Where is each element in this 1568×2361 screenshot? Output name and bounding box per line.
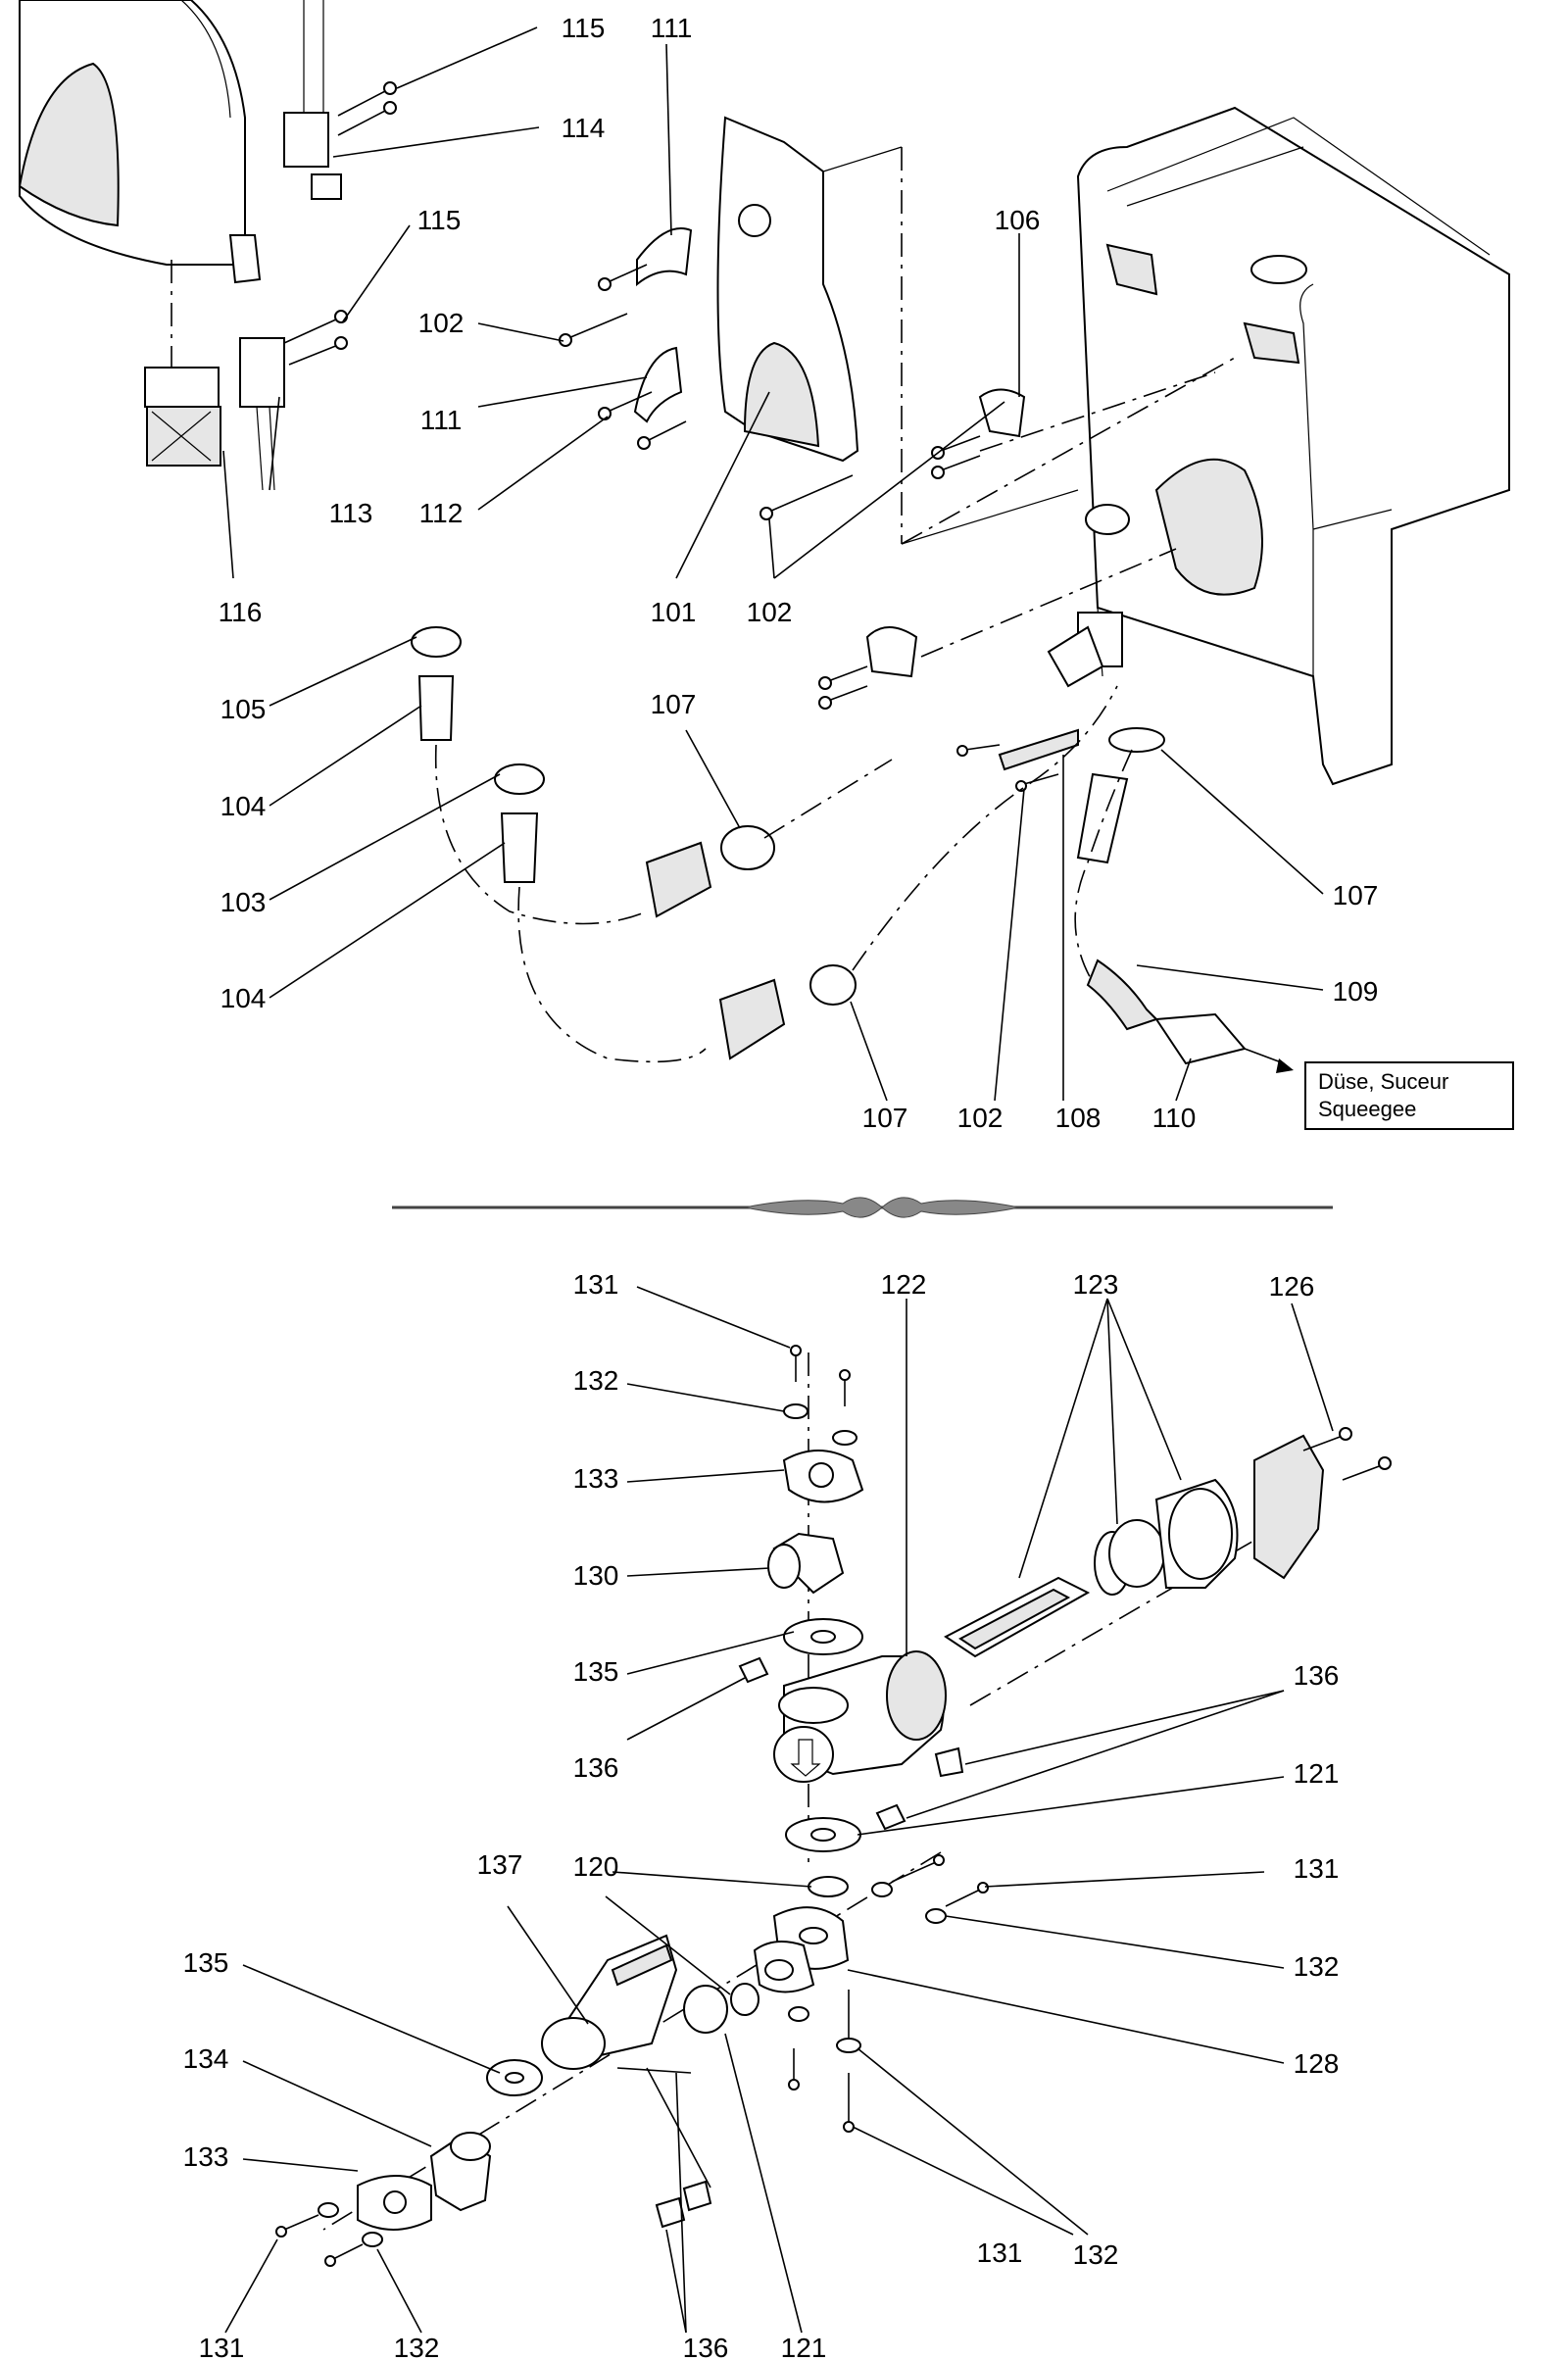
callout-label: 133 xyxy=(183,2141,229,2172)
callout-label: 106 xyxy=(995,205,1041,235)
callout-label: 121 xyxy=(1294,1758,1340,1789)
callout-label: 136 xyxy=(683,2333,729,2361)
callout-label: 132 xyxy=(573,1365,619,1396)
callout-label: 112 xyxy=(419,498,464,528)
callout-label: 136 xyxy=(573,1752,619,1783)
callout-label: 107 xyxy=(1333,880,1379,910)
callout-label: 136 xyxy=(1294,1660,1340,1691)
callout-label: 130 xyxy=(573,1560,619,1591)
callout-label: 132 xyxy=(1294,1951,1340,1982)
callout-label: 128 xyxy=(1294,2048,1340,2079)
note-line-2: Squeegee xyxy=(1318,1097,1416,1121)
callout-label: 115 xyxy=(562,13,606,43)
callout-label: 132 xyxy=(394,2333,440,2361)
callout-label: 115 xyxy=(417,205,462,235)
pump-assembly-drawing xyxy=(275,1345,1392,2267)
callout-label: 113 xyxy=(329,498,373,528)
callout-label: 104 xyxy=(220,983,267,1013)
callout-labels: 115 111 114 115 106 102 111 113 112 116 … xyxy=(183,13,1379,2361)
callout-label: 135 xyxy=(183,1947,229,1978)
callout-label: 102 xyxy=(747,597,793,627)
callout-label: 104 xyxy=(220,791,267,821)
callout-label: 131 xyxy=(977,2238,1023,2268)
callout-label: 123 xyxy=(1073,1269,1119,1300)
callout-label: 137 xyxy=(477,1849,523,1880)
callout-label: 116 xyxy=(219,597,263,627)
callout-label: 122 xyxy=(881,1269,927,1300)
note-box-text: Düse, Suceur Squeegee xyxy=(1318,1069,1448,1121)
callout-label: 131 xyxy=(573,1269,619,1300)
callout-label: 126 xyxy=(1269,1271,1315,1302)
callout-label: 103 xyxy=(220,887,267,917)
section-divider xyxy=(392,1197,1333,1218)
callout-label: 102 xyxy=(418,308,465,338)
callout-label: 102 xyxy=(957,1103,1004,1133)
callout-label: 105 xyxy=(220,694,267,724)
callout-label: 108 xyxy=(1055,1103,1102,1133)
leader-lines xyxy=(222,26,1334,2334)
note-box xyxy=(1304,1061,1514,1130)
callout-label: 134 xyxy=(183,2043,229,2074)
callout-label: 101 xyxy=(651,597,697,627)
callout-label: 131 xyxy=(199,2333,245,2361)
note-line-1: Düse, Suceur xyxy=(1318,1069,1448,1094)
upper-assembly-drawing xyxy=(18,0,1514,1130)
callout-label: 111 xyxy=(420,405,463,435)
callout-label: 131 xyxy=(1294,1853,1340,1884)
callout-label: 114 xyxy=(562,113,606,143)
callout-label: 135 xyxy=(573,1656,619,1687)
callout-label: 109 xyxy=(1333,976,1379,1007)
callout-label: 107 xyxy=(862,1103,908,1133)
callout-label: 121 xyxy=(781,2333,827,2361)
callout-label: 120 xyxy=(573,1851,619,1882)
callout-label: 133 xyxy=(573,1463,619,1494)
callout-label: 107 xyxy=(651,689,697,719)
callout-label: 110 xyxy=(1152,1103,1197,1133)
callout-label: 132 xyxy=(1073,2239,1119,2270)
callout-label: 111 xyxy=(651,13,693,43)
